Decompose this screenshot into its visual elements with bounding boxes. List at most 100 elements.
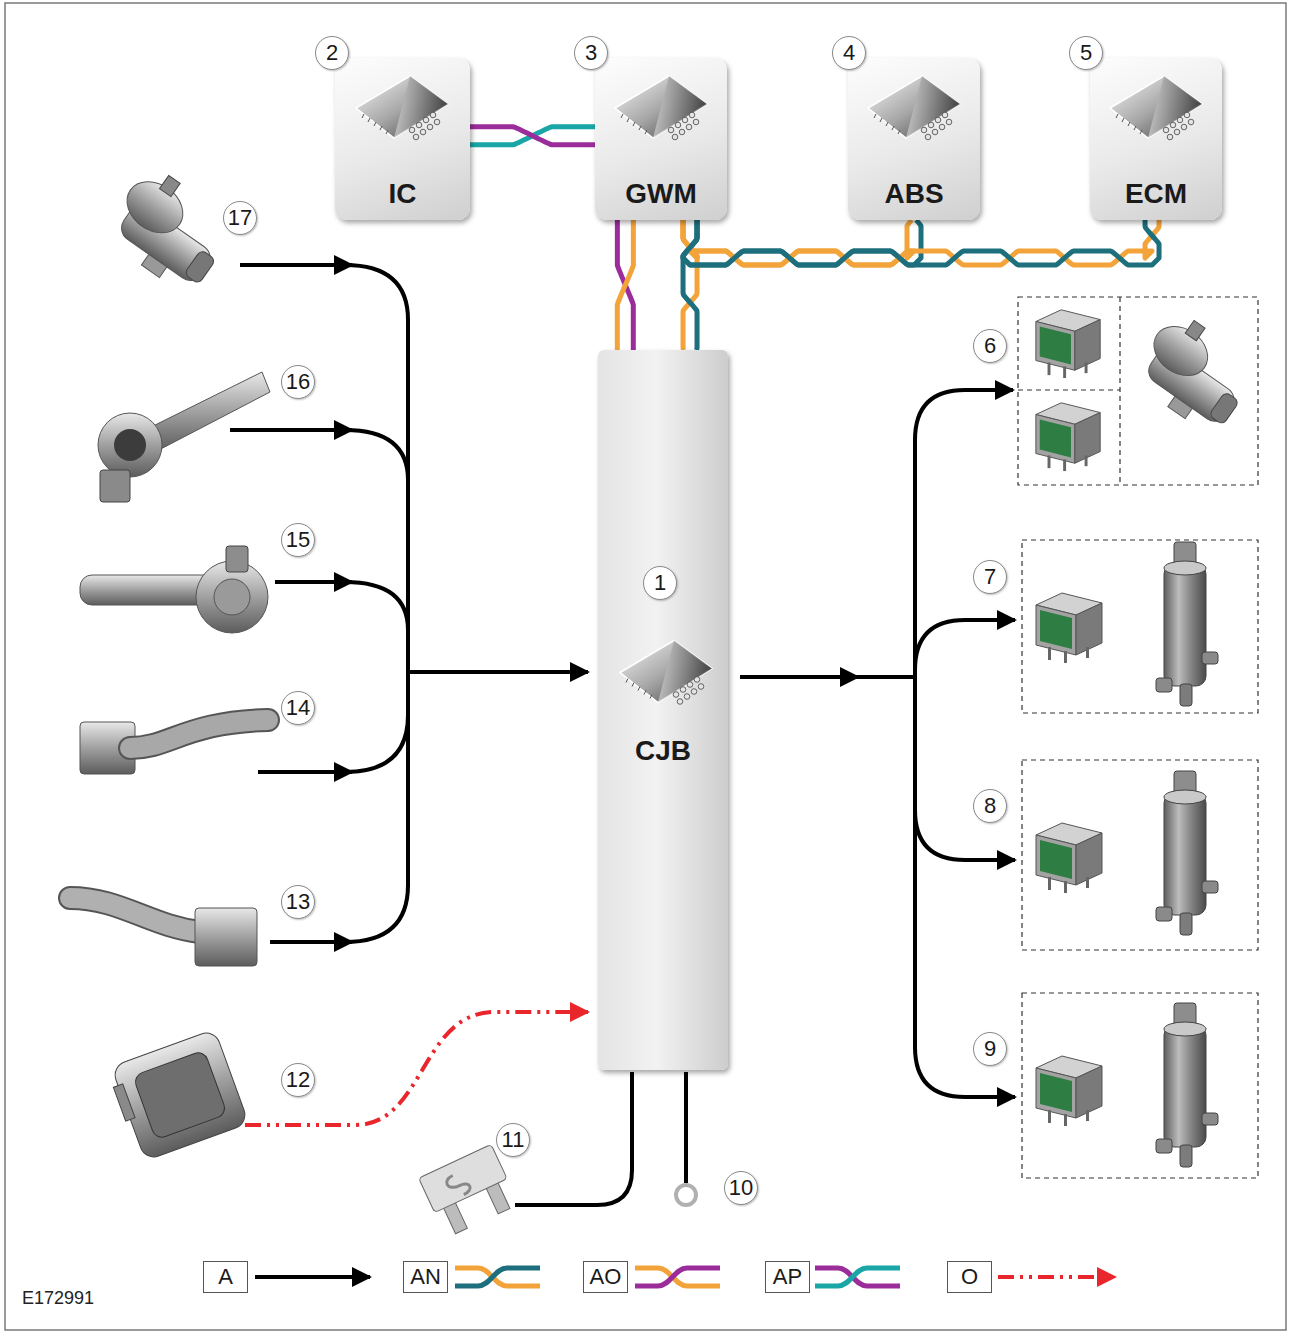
steering-switch [98, 372, 270, 502]
relay [1036, 593, 1102, 663]
module-name: ABS [884, 178, 943, 210]
hardwired-line [345, 885, 408, 942]
junction-box: CJB [598, 350, 728, 1070]
callout-number: 7 [973, 560, 1007, 594]
output-group [1018, 389, 1120, 390]
hardwired-line [684, 1072, 688, 1183]
control-module: ABS [848, 58, 980, 220]
switch-stalk [130, 720, 268, 748]
output-group [1018, 297, 1258, 1178]
hardwired-line [270, 940, 352, 944]
washer-pump [1156, 542, 1218, 706]
bus-wire [683, 220, 914, 265]
hardwired-line [275, 580, 352, 584]
legend-sample [635, 1268, 720, 1286]
relay [1036, 1056, 1102, 1126]
network-bus [617, 220, 633, 350]
switch-stalk [70, 898, 257, 966]
output-group [1022, 760, 1258, 950]
hardwired-line [406, 318, 410, 887]
control-module: GWM [595, 58, 727, 220]
hardwired-line [345, 265, 408, 320]
switch-stalk [70, 898, 200, 932]
rain-sensor [133, 1050, 228, 1140]
wiper-stalk [80, 546, 268, 633]
module-icon [620, 641, 712, 705]
hardwired-line [408, 670, 588, 674]
bus-wire [683, 220, 921, 265]
ground-point [676, 1185, 696, 1205]
legend-key: AP [765, 1261, 810, 1293]
hardwired-line [258, 770, 352, 774]
hardwired-line [915, 620, 1015, 670]
legend-sample [455, 1268, 540, 1286]
legend-key: AN [403, 1261, 448, 1293]
callout-number: 1 [643, 566, 677, 600]
network-bus [470, 127, 595, 145]
module-icon [864, 70, 964, 150]
module-icon [356, 76, 448, 140]
steering-switch [98, 413, 162, 477]
legend-key: AO [583, 1261, 628, 1293]
output-group [1022, 540, 1258, 713]
hardwired-line [345, 430, 408, 480]
legend-sample [815, 1268, 900, 1286]
callout-number: 4 [832, 36, 866, 70]
switch-stalk [130, 720, 268, 748]
hardwired-line [230, 265, 1015, 1205]
module-icon [615, 76, 707, 140]
fuse [445, 1171, 472, 1199]
bus-wire [470, 127, 595, 145]
fuse [419, 1144, 519, 1238]
callout-number: 15 [281, 523, 315, 557]
relay [1036, 310, 1100, 378]
wiper-motor [99, 162, 240, 298]
module-icon [616, 632, 716, 717]
callout-number: 13 [281, 885, 315, 919]
bus-wire [617, 220, 633, 350]
figure-code: E172991 [22, 1287, 94, 1309]
callout-number: 9 [973, 1032, 1007, 1066]
steering-switch [100, 470, 130, 502]
legend-key: O [947, 1261, 992, 1293]
legend-sample [455, 1268, 540, 1286]
module-name: GWM [625, 178, 697, 210]
callout-number: 8 [973, 789, 1007, 823]
bus-wire [470, 127, 595, 145]
hardwired-line [230, 428, 352, 432]
output-group [1119, 297, 1120, 485]
ground-point [676, 1185, 696, 1205]
bus-wire [683, 220, 1159, 265]
rain-sensor [107, 1029, 249, 1162]
module-name: IC [389, 178, 417, 210]
module-name: ECM [1125, 178, 1187, 210]
callout-number: 10 [724, 1171, 758, 1205]
callout-number: 14 [281, 691, 315, 725]
lin-bus-line [245, 1012, 588, 1125]
steering-switch [145, 372, 270, 452]
wiper-stalk [226, 546, 248, 572]
hardwired-line [345, 715, 408, 772]
switch-stalk [80, 720, 268, 774]
hardwired-line [915, 390, 1013, 440]
bus-wire [617, 220, 633, 350]
callout-number: 6 [973, 329, 1007, 363]
hardwired-line [852, 675, 915, 679]
module-icon [1110, 76, 1202, 140]
fuse [419, 1144, 508, 1212]
switch-stalk [70, 898, 200, 932]
rain-sensor [113, 1084, 135, 1121]
module-icon [352, 70, 452, 150]
legend-sample [455, 1268, 900, 1286]
wiper-stalk [214, 579, 250, 615]
washer-pump [1156, 1003, 1218, 1167]
relay [1036, 823, 1102, 893]
hardwired-line [345, 582, 408, 630]
bus-wire [683, 220, 1159, 265]
callout-number: 11 [496, 1123, 530, 1157]
legend-sample [815, 1268, 900, 1286]
network-bus [683, 220, 1159, 265]
hardwired-line [240, 263, 352, 267]
hardwired-line [515, 1072, 632, 1205]
